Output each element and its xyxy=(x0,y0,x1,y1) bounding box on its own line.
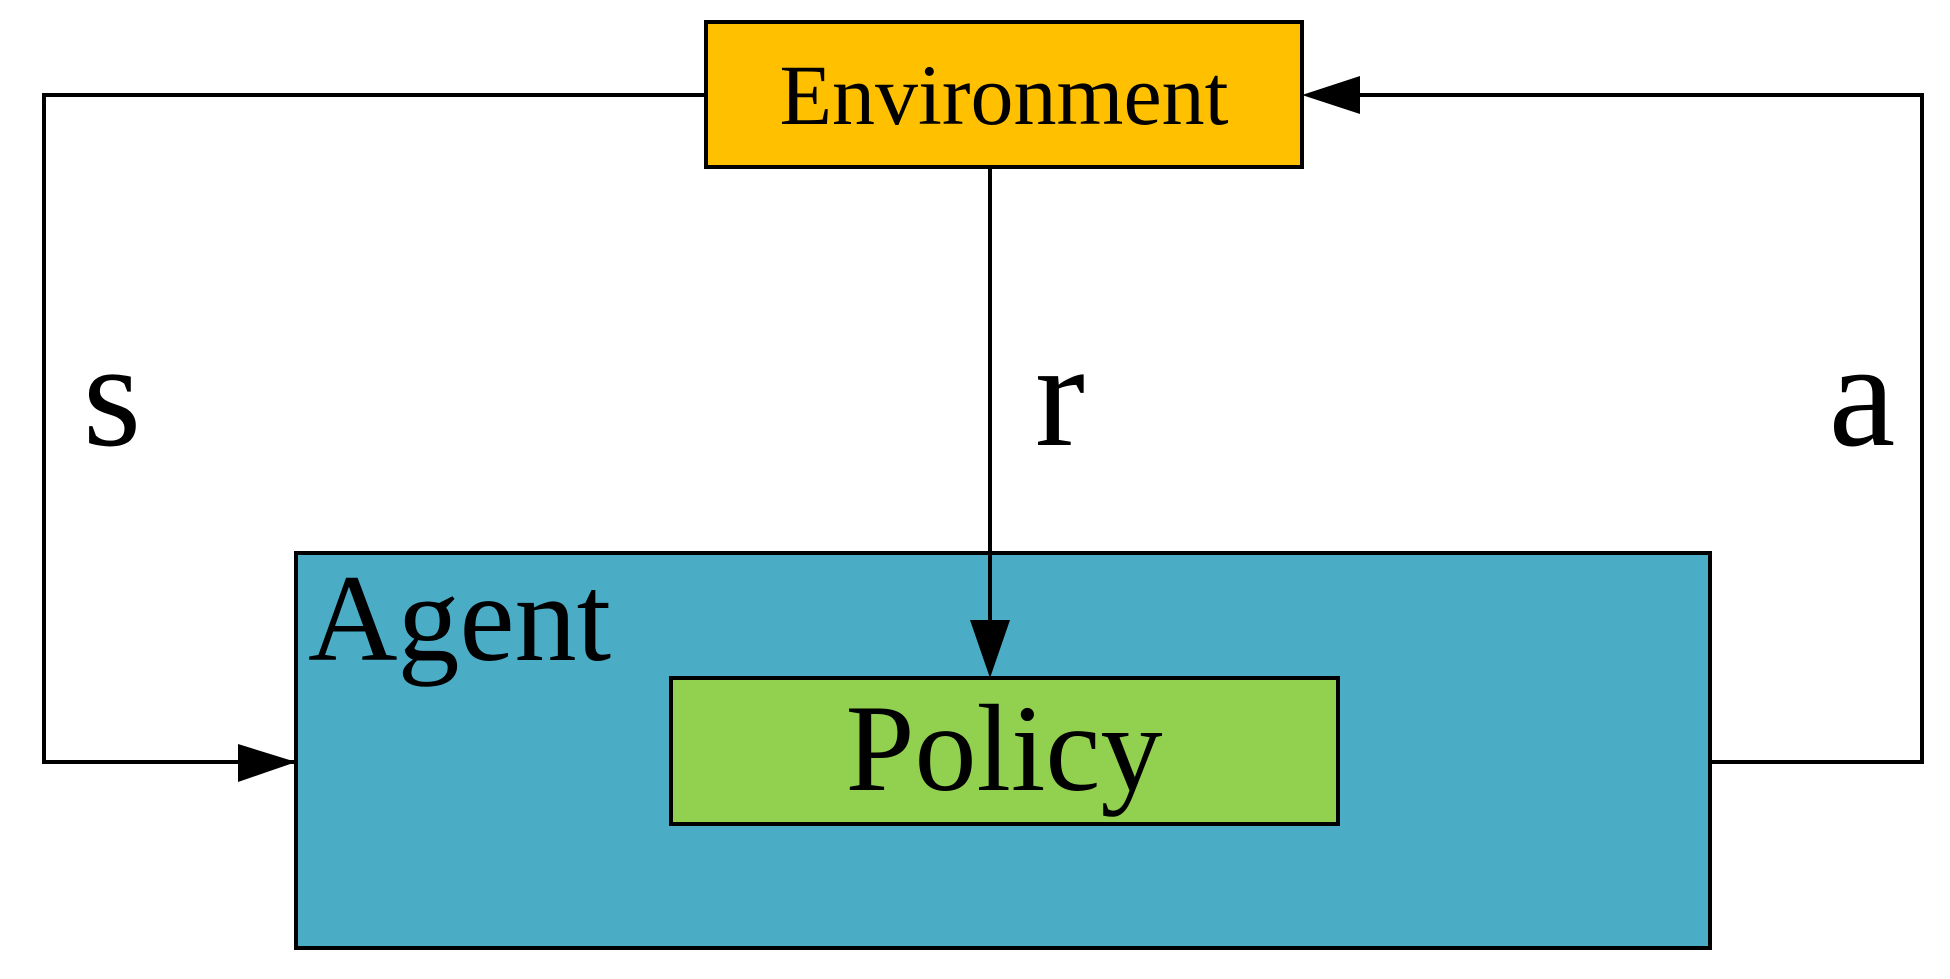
environment-label: Environment xyxy=(779,47,1228,143)
action-arrowhead xyxy=(1302,76,1360,114)
action-edge xyxy=(1360,93,1924,764)
reward-arrowhead xyxy=(970,620,1010,678)
state-arrowhead xyxy=(238,744,296,782)
state-edge-label: s xyxy=(83,312,141,478)
policy-label: Policy xyxy=(846,680,1163,817)
reward-edge-label: r xyxy=(1035,312,1085,478)
agent-label: Agent xyxy=(308,550,611,687)
environment-box xyxy=(704,20,1304,169)
state-edge xyxy=(42,93,706,764)
policy-box xyxy=(669,676,1340,826)
action-edge-label: a xyxy=(1829,312,1896,478)
